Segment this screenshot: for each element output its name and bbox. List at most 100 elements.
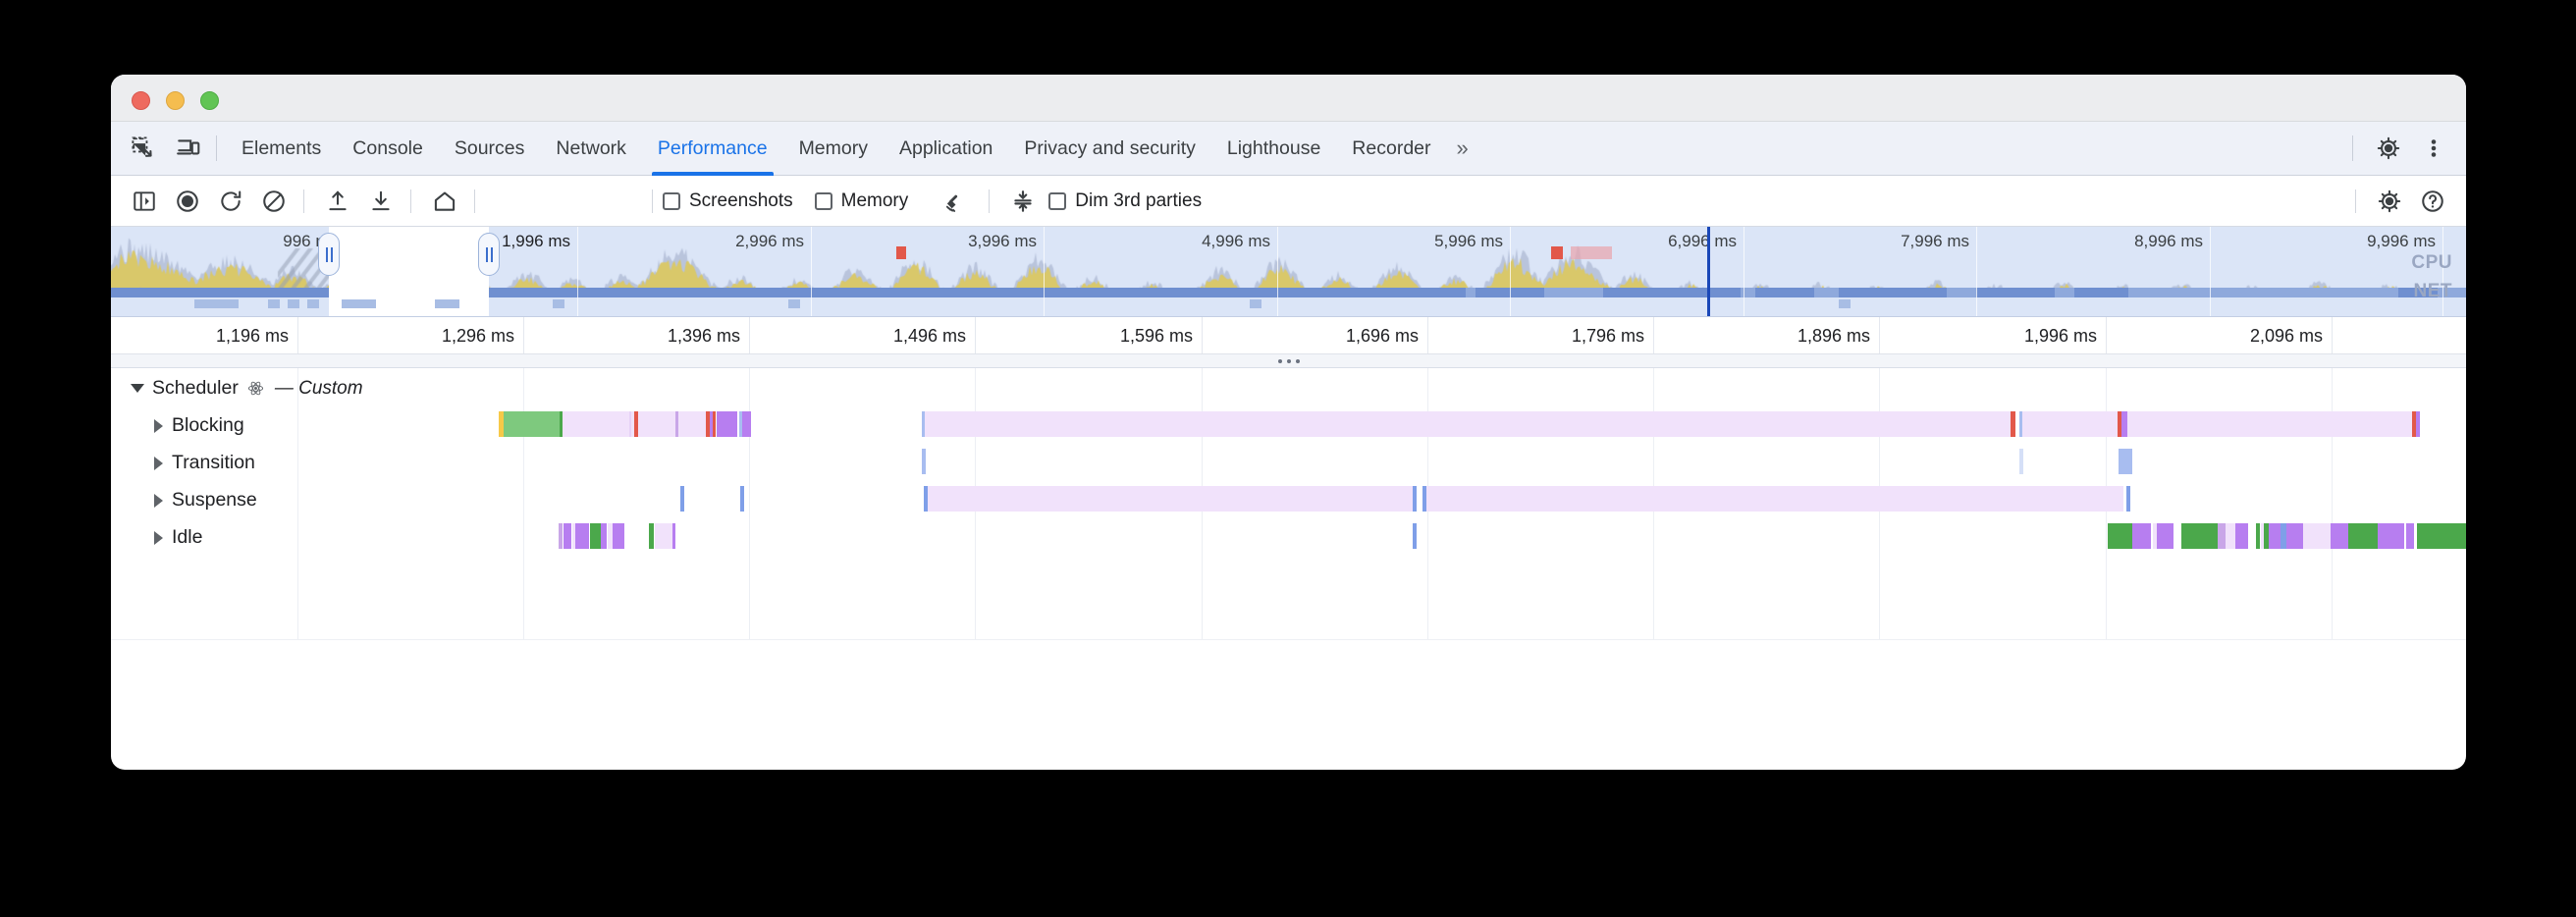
minimize-window-button[interactable]: [166, 91, 185, 110]
track-event-bar[interactable]: [672, 523, 675, 549]
help-icon[interactable]: [2413, 182, 2452, 221]
track-event-bar[interactable]: [2303, 523, 2331, 549]
track-event-bar[interactable]: [560, 411, 563, 437]
track-event-bar[interactable]: [2417, 523, 2466, 549]
tab-application[interactable]: Application: [884, 122, 1008, 176]
tab-network[interactable]: Network: [540, 122, 642, 176]
track-event-bar[interactable]: [2412, 411, 2416, 437]
track-event-bar[interactable]: [2121, 411, 2127, 437]
track-event-bar[interactable]: [499, 411, 504, 437]
track-label-suspense[interactable]: Suspense: [111, 480, 257, 520]
track-event-bar[interactable]: [504, 411, 560, 437]
track-event-bar[interactable]: [575, 523, 589, 549]
track-event-bar[interactable]: [2226, 523, 2235, 549]
track-event-bar[interactable]: [572, 523, 575, 549]
record-icon[interactable]: [168, 182, 207, 221]
track-event-bar[interactable]: [2126, 486, 2130, 512]
track-event-bar[interactable]: [2181, 523, 2218, 549]
chevron-right-icon[interactable]: [154, 418, 163, 433]
download-profile-icon[interactable]: [361, 182, 401, 221]
track-event-bar[interactable]: [638, 411, 675, 437]
right-drag-handle[interactable]: [478, 233, 500, 276]
inspect-element-icon[interactable]: [125, 130, 162, 167]
chevron-right-icon[interactable]: [154, 530, 163, 545]
track-event-bar[interactable]: [590, 523, 601, 549]
track-event-bar[interactable]: [1413, 486, 1417, 512]
track-event-bar[interactable]: [613, 523, 624, 549]
track-event-bar[interactable]: [706, 411, 710, 437]
track-label-blocking[interactable]: Blocking: [111, 405, 244, 446]
track-event-bar[interactable]: [2235, 523, 2248, 549]
chevron-down-icon[interactable]: [131, 384, 144, 393]
track-event-bar[interactable]: [739, 411, 742, 437]
more-options-icon[interactable]: [2415, 130, 2452, 167]
track-event-bar[interactable]: [629, 411, 631, 437]
close-window-button[interactable]: [132, 91, 150, 110]
flame-chart-tracks[interactable]: Scheduler — Custom Blocking: [111, 368, 2466, 684]
track-event-bar[interactable]: [922, 449, 926, 474]
track-event-bar[interactable]: [2132, 523, 2151, 549]
track-event-bar[interactable]: [2157, 523, 2174, 549]
home-icon[interactable]: [425, 182, 464, 221]
tab-sources[interactable]: Sources: [439, 122, 541, 176]
track-event-bar[interactable]: [2281, 523, 2286, 549]
track-event-bar[interactable]: [2022, 411, 2118, 437]
track-event-bar[interactable]: [925, 411, 2011, 437]
track-event-bar[interactable]: [2011, 411, 2015, 437]
track-row-blocking[interactable]: Blocking: [111, 405, 2466, 446]
screenshots-checkbox[interactable]: Screenshots: [663, 190, 793, 212]
track-event-bar[interactable]: [675, 411, 678, 437]
track-event-bar[interactable]: [2019, 411, 2022, 437]
tab-console[interactable]: Console: [337, 122, 439, 176]
memory-checkbox[interactable]: Memory: [814, 190, 908, 212]
track-event-bar[interactable]: [2127, 411, 2412, 437]
track-row-suspense[interactable]: Suspense: [111, 480, 2466, 520]
chevron-right-icon[interactable]: [154, 493, 163, 508]
track-event-bar[interactable]: [2153, 523, 2157, 549]
group-header-label[interactable]: Scheduler — Custom: [111, 368, 363, 408]
track-event-bar[interactable]: [2416, 411, 2420, 437]
track-event-bar[interactable]: [601, 523, 607, 549]
tab-elements[interactable]: Elements: [226, 122, 337, 176]
track-event-bar[interactable]: [2119, 449, 2132, 474]
track-event-bar[interactable]: [559, 523, 563, 549]
track-event-bar[interactable]: [928, 486, 1413, 512]
more-tabs-icon[interactable]: »: [1447, 122, 1478, 176]
track-event-bar[interactable]: [2269, 523, 2281, 549]
track-event-bar[interactable]: [2256, 523, 2260, 549]
capture-settings-gear-icon[interactable]: [2370, 182, 2409, 221]
track-event-bar[interactable]: [2218, 523, 2226, 549]
track-event-bar[interactable]: [2331, 523, 2348, 549]
device-toolbar-icon[interactable]: [170, 130, 207, 167]
dim-3rd-parties-checkbox[interactable]: Dim 3rd parties: [1048, 190, 1202, 212]
track-event-bar[interactable]: [564, 523, 571, 549]
track-event-bar[interactable]: [2108, 523, 2132, 549]
chevron-right-icon[interactable]: [154, 456, 163, 470]
maximize-window-button[interactable]: [200, 91, 219, 110]
track-event-bar[interactable]: [678, 411, 706, 437]
garbage-collect-icon[interactable]: [934, 182, 973, 221]
track-row-transition[interactable]: Transition: [111, 443, 2466, 483]
track-event-bar[interactable]: [1426, 486, 2123, 512]
track-event-bar[interactable]: [2378, 523, 2404, 549]
track-event-bar[interactable]: [680, 486, 684, 512]
track-event-bar[interactable]: [649, 523, 654, 549]
track-event-bar[interactable]: [2348, 523, 2378, 549]
tab-recorder[interactable]: Recorder: [1336, 122, 1446, 176]
clear-icon[interactable]: [254, 182, 294, 221]
tab-privacy-and-security[interactable]: Privacy and security: [1008, 122, 1210, 176]
track-event-bar[interactable]: [924, 486, 928, 512]
track-event-bar[interactable]: [713, 411, 716, 437]
toggle-sidebar-icon[interactable]: [125, 182, 164, 221]
track-event-bar[interactable]: [655, 523, 672, 549]
track-event-bar[interactable]: [634, 411, 638, 437]
track-event-bar[interactable]: [2118, 411, 2121, 437]
left-drag-handle[interactable]: [318, 233, 340, 276]
track-event-bar[interactable]: [2019, 449, 2023, 474]
track-event-bar[interactable]: [1422, 486, 1426, 512]
track-event-bar[interactable]: [608, 523, 613, 549]
panel-resize-handle[interactable]: [111, 354, 2466, 368]
settings-gear-icon[interactable]: [2370, 130, 2407, 167]
